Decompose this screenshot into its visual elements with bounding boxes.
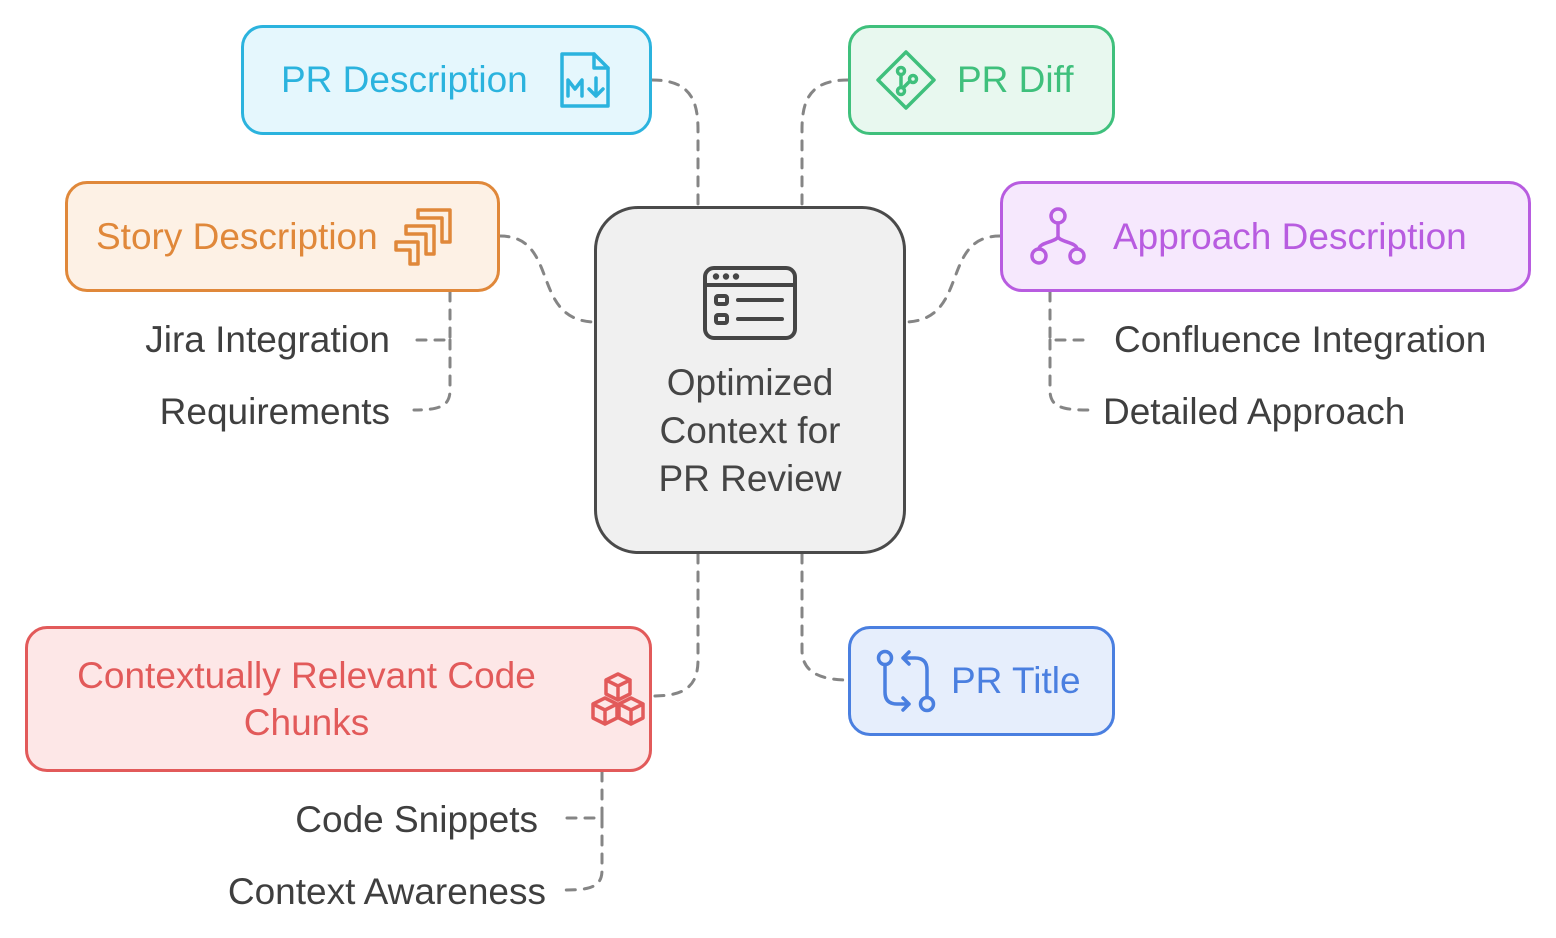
sub-item-context-awareness: Context Awareness	[227, 871, 546, 912]
pr-title-node[interactable]: PR Title	[848, 626, 1115, 736]
pr-description-node[interactable]: PR Description	[241, 25, 652, 135]
approach-description-node[interactable]: Approach Description	[1000, 181, 1531, 292]
story-description-label: Story Description	[96, 215, 378, 257]
central-hub-node[interactable]: Optimized Context for PR Review	[594, 206, 906, 554]
branch-hierarchy-icon	[1030, 206, 1086, 265]
connector-requirements	[412, 338, 452, 412]
connector-confluence-integration	[1048, 290, 1088, 342]
markdown-file-icon	[560, 52, 610, 108]
pull-request-icon	[876, 649, 936, 713]
pr-diff-node[interactable]: PR Diff	[848, 25, 1115, 135]
jira-logo-icon	[393, 207, 452, 266]
pr-diff-label: PR Diff	[957, 59, 1074, 100]
connector-detailed-approach	[1048, 338, 1090, 412]
sub-item-confluence-integration: Confluence Integration	[1114, 319, 1487, 360]
pr-title-label: PR Title	[951, 660, 1081, 701]
sub-item-code-snippets: Code Snippets	[295, 799, 538, 840]
browser-window-icon	[703, 266, 797, 340]
connector-pr-diff	[800, 78, 850, 208]
pr-description-label: PR Description	[281, 59, 528, 100]
connector-pr-title	[800, 552, 850, 682]
approach-description-label: Approach Description	[1113, 215, 1467, 257]
connector-approach-description	[904, 234, 1002, 324]
git-diff-icon	[876, 50, 936, 110]
connector-context-awareness	[564, 816, 604, 892]
story-description-node[interactable]: Story Description	[65, 181, 500, 292]
connector-pr-description	[650, 78, 700, 208]
stacked-cubes-icon	[591, 672, 645, 726]
connector-code-snippets	[564, 770, 604, 820]
connector-story-description	[498, 234, 596, 324]
code-chunks-label: Contextually Relevant Code Chunks	[77, 655, 536, 743]
central-hub-title: Optimized Context for PR Review	[658, 362, 842, 499]
sub-item-detailed-approach: Detailed Approach	[1103, 391, 1406, 432]
sub-item-requirements: Requirements	[159, 391, 390, 432]
connector-code-chunks	[650, 552, 700, 698]
connector-jira-integration	[412, 290, 452, 342]
sub-item-jira-integration: Jira Integration	[145, 319, 390, 360]
code-chunks-node[interactable]: Contextually Relevant Code Chunks	[25, 626, 652, 772]
